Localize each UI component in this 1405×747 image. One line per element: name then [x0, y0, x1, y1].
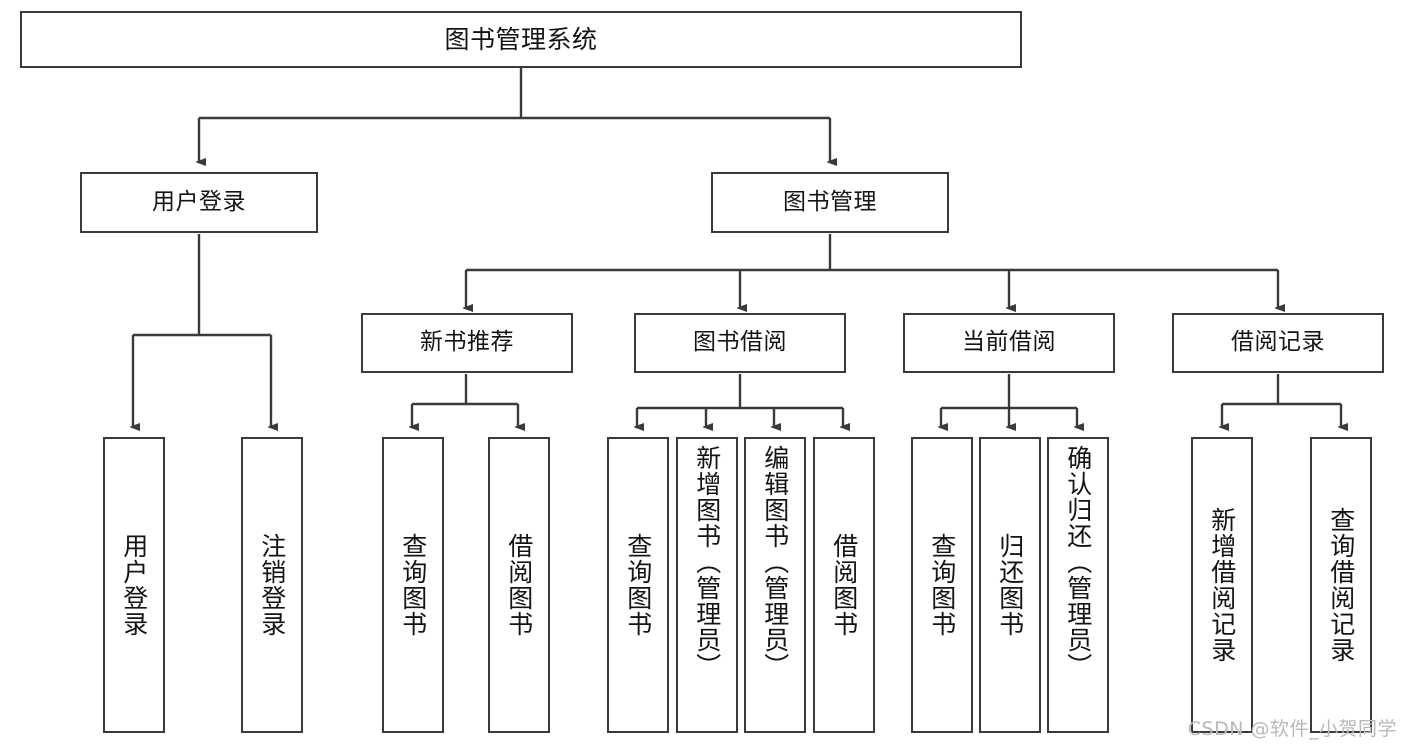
- node-label: 新增图书（管理员）: [692, 445, 722, 679]
- node-label: 图书借阅: [693, 329, 787, 356]
- node-user-login[interactable]: 用户登录: [80, 172, 318, 233]
- leaf-recommend-borrow-book[interactable]: 借阅图书: [488, 437, 550, 733]
- leaf-current-confirm-return-admin[interactable]: 确认归还（管理员）: [1047, 437, 1109, 733]
- leaf-record-query-record[interactable]: 查询借阅记录: [1310, 437, 1372, 733]
- node-book-management[interactable]: 图书管理: [711, 172, 949, 233]
- leaf-borrow-add-book-admin[interactable]: 新增图书（管理员）: [676, 437, 738, 733]
- leaf-borrow-query-book[interactable]: 查询图书: [607, 437, 669, 733]
- node-label: 编辑图书（管理员）: [760, 445, 790, 679]
- leaf-current-query-book[interactable]: 查询图书: [911, 437, 973, 733]
- node-label: 用户登录: [152, 188, 246, 215]
- node-borrow-record[interactable]: 借阅记录: [1172, 313, 1384, 373]
- node-label: 借阅图书: [504, 533, 534, 637]
- node-label: 注销登录: [257, 533, 287, 637]
- node-label: 查询借阅记录: [1326, 507, 1356, 663]
- node-label: 用户登录: [119, 533, 149, 637]
- node-label: 新增借阅记录: [1207, 507, 1237, 663]
- node-book-borrow[interactable]: 图书借阅: [634, 313, 846, 373]
- watermark: CSDN @软件_小贺同学: [1187, 718, 1397, 740]
- leaf-record-add-record[interactable]: 新增借阅记录: [1191, 437, 1253, 733]
- node-label: 归还图书: [995, 533, 1025, 637]
- node-label: 借阅图书: [829, 533, 859, 637]
- leaf-recommend-query-book[interactable]: 查询图书: [382, 437, 444, 733]
- node-label: 查询图书: [623, 533, 653, 637]
- node-label: 借阅记录: [1231, 329, 1325, 356]
- node-label: 图书管理: [783, 188, 877, 215]
- node-label: 新书推荐: [420, 329, 514, 356]
- leaf-current-return-book[interactable]: 归还图书: [979, 437, 1041, 733]
- node-label: 查询图书: [927, 533, 957, 637]
- node-label: 图书管理系统: [444, 24, 598, 54]
- leaf-borrow-borrow-book[interactable]: 借阅图书: [813, 437, 875, 733]
- node-new-book-recommend[interactable]: 新书推荐: [361, 313, 573, 373]
- leaf-borrow-edit-book-admin[interactable]: 编辑图书（管理员）: [744, 437, 806, 733]
- node-label: 当前借阅: [962, 329, 1056, 356]
- leaf-user-logout[interactable]: 注销登录: [241, 437, 303, 733]
- node-label: 查询图书: [398, 533, 428, 637]
- node-current-borrow[interactable]: 当前借阅: [903, 313, 1115, 373]
- node-label: 确认归还（管理员）: [1063, 445, 1093, 679]
- leaf-user-login[interactable]: 用户登录: [103, 437, 165, 733]
- node-root-system[interactable]: 图书管理系统: [20, 11, 1022, 68]
